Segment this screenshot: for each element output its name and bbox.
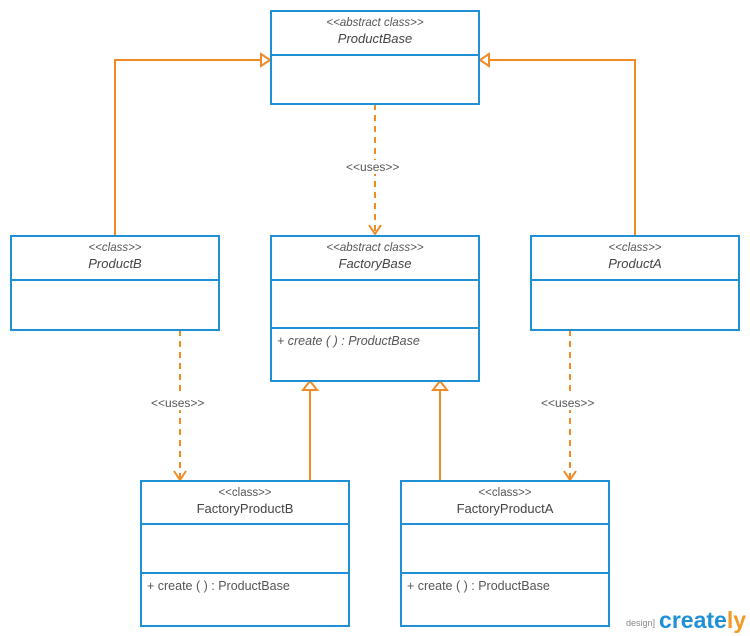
inherit-arrowhead-factoryproducta — [430, 379, 450, 391]
class-box-factorybase[interactable]: <<abstract class>> FactoryBase + create … — [270, 235, 480, 382]
class-name: ProductBase — [337, 31, 413, 46]
class-box-factoryproducta[interactable]: <<class>> FactoryProductA + create ( ) :… — [400, 480, 610, 627]
class-stereotype: <<abstract class>> — [326, 17, 424, 29]
uses-label-right: <<uses>> — [539, 396, 597, 410]
uses-label-left: <<uses>> — [149, 396, 207, 410]
class-name: FactoryBase — [338, 256, 412, 271]
class-name: FactoryProductB — [196, 501, 294, 516]
class-header: <<class>> ProductB — [12, 237, 218, 281]
creately-logo: creately — [659, 608, 746, 632]
class-name: ProductB — [88, 256, 142, 271]
class-header: <<class>> ProductA — [532, 237, 738, 281]
class-attributes — [272, 281, 478, 331]
logo-text-part2: ly — [726, 607, 746, 633]
class-attributes — [272, 56, 478, 103]
class-attributes — [532, 281, 738, 329]
class-stereotype: <<class>> — [608, 242, 662, 254]
class-method: + create ( ) : ProductBase — [142, 572, 348, 625]
class-attributes — [12, 281, 218, 329]
class-attributes — [142, 525, 348, 575]
class-stereotype: <<class>> — [478, 487, 532, 499]
class-header: <<abstract class>> FactoryBase — [272, 237, 478, 281]
class-box-factoryproductb[interactable]: <<class>> FactoryProductB + create ( ) :… — [140, 480, 350, 627]
class-box-producta[interactable]: <<class>> ProductA — [530, 235, 740, 331]
class-name: FactoryProductA — [456, 501, 554, 516]
inherit-connector-productb — [114, 59, 262, 236]
class-box-productb[interactable]: <<class>> ProductB — [10, 235, 220, 331]
class-box-productbase[interactable]: <<abstract class>> ProductBase — [270, 10, 480, 105]
uses-arrowhead-top — [368, 224, 382, 236]
uses-label-top: <<uses>> — [344, 160, 402, 174]
creately-watermark: design] creately — [626, 608, 746, 632]
logo-text-part1: create — [659, 607, 727, 633]
class-attributes — [402, 525, 608, 575]
class-name: ProductA — [608, 256, 662, 271]
class-method: + create ( ) : ProductBase — [402, 572, 608, 625]
class-method: + create ( ) : ProductBase — [272, 327, 478, 380]
class-stereotype: <<abstract class>> — [326, 242, 424, 254]
inherit-connector-producta — [488, 59, 636, 236]
inherit-arrowhead-factoryproductb — [300, 379, 320, 391]
inherit-arrowhead-productb — [260, 52, 272, 68]
class-stereotype: <<class>> — [218, 487, 272, 499]
class-header: <<abstract class>> ProductBase — [272, 12, 478, 56]
watermark-tag: design] — [626, 618, 656, 628]
inherit-arrowhead-producta — [478, 52, 490, 68]
class-header: <<class>> FactoryProductA — [402, 482, 608, 525]
class-stereotype: <<class>> — [88, 242, 142, 254]
class-header: <<class>> FactoryProductB — [142, 482, 348, 525]
